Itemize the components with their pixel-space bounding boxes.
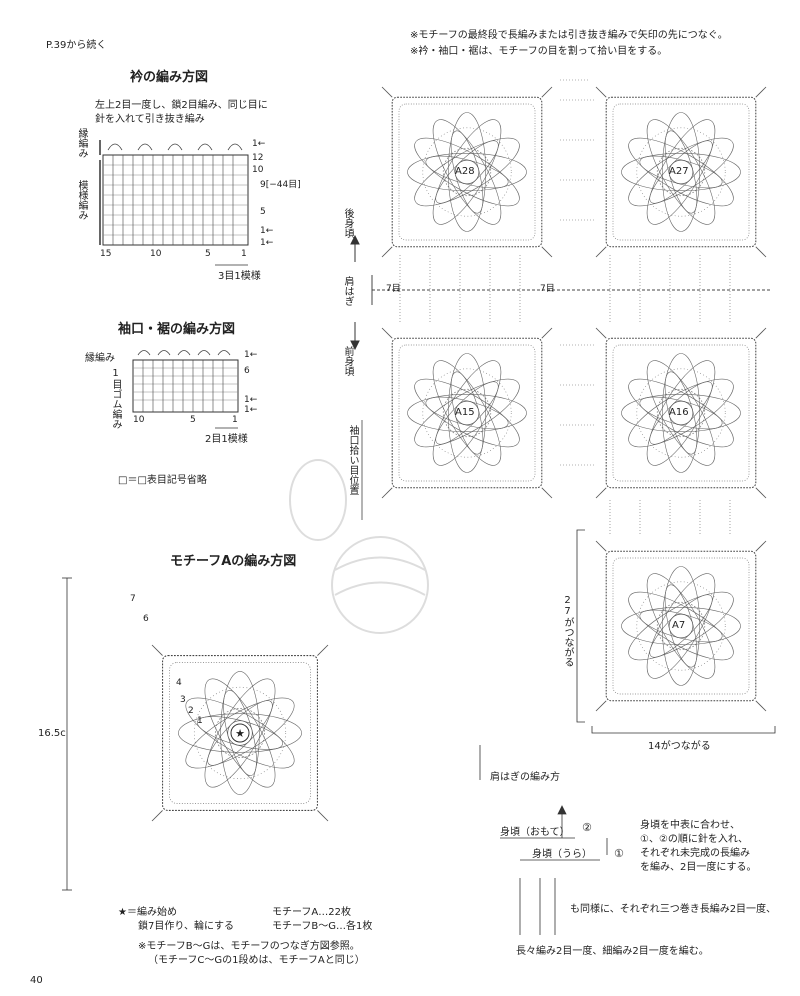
svg-text:★: ★ [235,727,245,740]
cuff-chart [132,350,239,429]
seam-desc-3: それぞれ未完成の長編み [640,848,750,859]
cuff-edge-label: 縁編み [85,353,115,364]
cuff-col-label: 1 [232,415,238,425]
collar-edge-label: 縁編み [76,128,87,158]
start-note: ★＝編み始め [118,907,177,918]
seam-bottom-1: も同様に、それぞれ三つ巻き長編み2目一度、 [570,904,777,915]
vertical-count-label: 27がつながる [562,595,573,667]
cuff-col-label: 5 [190,415,196,425]
cuff-col-label: 10 [133,415,145,425]
back-front-arrows [350,234,360,351]
symbol-omission-note: □＝□表目記号省略 [118,475,207,486]
collar-row-label: 1← [260,226,274,236]
shoulder-seam-diagram [479,745,608,935]
round-number: 1 [197,716,203,726]
shoulder-seam-title: 肩はぎの編み方 [490,772,560,783]
seam-desc-1: 身頃を中表に合わせ、 [640,820,740,831]
round-number: 4 [176,678,182,688]
round-number: 3 [180,695,186,705]
collar-title: 衿の編み方図 [130,70,209,85]
start-note-2: 鎖7目作り、輪にする [138,921,235,932]
horizontal-count-label: 14がつながる [648,741,711,752]
collar-row-label: 1← [252,139,266,149]
motif-count-a: モチーフA…22枚 [272,907,351,918]
cuff-row-label: 6 [244,366,250,376]
motif-label-a16: A16 [669,407,689,418]
collar-instruction-2: 針を入れて引き抜き編み [95,114,205,125]
start-star-icon: ★ [230,723,250,743]
cuff-row-label: 1← [244,395,258,405]
note-pickup: ※衿・袖口・裾は、モチーフの目を割って拾い目をする。 [410,46,668,57]
collar-col-label: 15 [100,249,112,259]
motif-label-a15: A15 [455,407,475,418]
shoulder-seam-line [371,275,770,305]
motif-label-a7: A7 [672,620,686,631]
collar-pattern-label: 模様編み [76,180,87,220]
collar-col-label: 10 [150,249,162,259]
shoulder-stitch-left: 7目 [386,284,401,294]
seam-bottom-2: 長々編み2目一度、細編み2目一度を編む。 [516,946,709,957]
cuff-rib-label: 1目ゴム編み [110,368,121,429]
cuff-row-label: 1← [244,405,258,415]
motif-a-title: モチーフAの編み方図 [170,554,297,569]
collar-chart [99,140,249,266]
collar-row-label: 10 [252,165,264,175]
motif-label-a28: A28 [455,166,475,177]
round-number: 2 [188,706,194,716]
collar-row-label: 5 [260,207,266,217]
collar-repeat-label: 3目1模様 [218,271,261,282]
back-body-label: 後身頃 [342,208,353,238]
join-arrows [399,79,731,535]
seam-step-2: ② [582,821,592,834]
motif-note-3: ※モチーフB〜Gは、モチーフのつなぎ方図参照。 [138,941,360,952]
sleeve-pickup-label: 袖口拾い目位置 [347,425,358,495]
motif-label-a27: A27 [669,166,689,177]
seam-front-label: 身頃（おもて） [500,827,570,838]
motif-a-size: 16.5c [38,728,66,739]
cuff-row-label: 1← [244,350,258,360]
seam-desc-2: ①、②の順に針を入れ、 [640,834,749,845]
motif-note-4: （モチーフC〜Gの1段めは、モチーフAと同じ） [148,955,365,966]
cuff-repeat-label: 2目1模様 [205,434,248,445]
count-brackets [576,529,776,734]
motif-a-size-line [62,577,72,891]
collar-instruction-1: 左上2目一度し、鎖2目編み、同じ目に [95,100,268,111]
seam-desc-4: を編み、2目一度にする。 [640,862,757,873]
page-number: 40 [30,975,43,986]
shoulder-stitch-right: 7目 [540,284,555,294]
collar-row-label: 9[−44目] [260,180,301,190]
collar-col-label: 5 [205,249,211,259]
note-connect: ※モチーフの最終段で長編みまたは引き抜き編みで矢印の先につなぐ。 [410,30,728,41]
collar-col-label: 1 [241,249,247,259]
motif-count-b: モチーフB〜G…各1枚 [272,921,373,932]
shoulder-seam-label: 肩はぎ [342,276,353,306]
collar-row-label: 12 [252,153,264,163]
collar-row-label: 1← [260,238,274,248]
round-number: 7 [130,594,136,604]
cuff-title: 袖口・裾の編み方図 [118,322,236,337]
round-number: 6 [143,614,149,624]
watermark-yarn-ball [289,459,429,634]
front-body-label: 前身頃 [342,346,353,376]
seam-back-label: 身頃（うら） [532,849,592,860]
continued-note: P.39から続く [46,40,107,51]
seam-step-1: ① [614,847,624,860]
